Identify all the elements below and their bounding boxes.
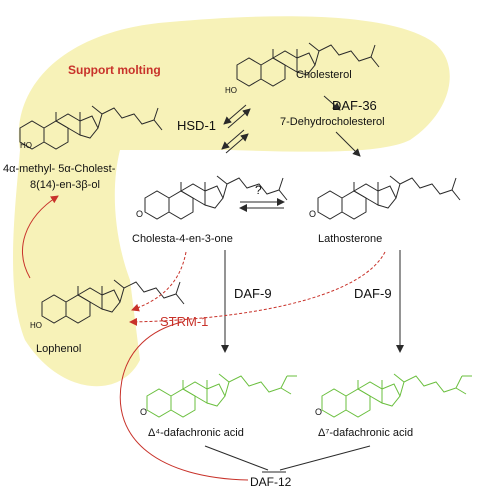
cholesta-o-label: O — [136, 209, 143, 219]
daf9-right-label: DAF-9 — [354, 286, 392, 301]
support-molting-label: Support molting — [68, 63, 161, 77]
hsd1-arrow-1 — [223, 104, 247, 125]
strm1-from-lathosterone-arrow — [129, 251, 386, 326]
hsd1-arrow-4 — [225, 133, 249, 154]
lophenol-label: Lophenol — [36, 343, 81, 355]
delta4-acid-structure — [146, 373, 298, 418]
delta7-acid-structure — [321, 373, 473, 418]
lophenol-to-methyl-arrow — [22, 195, 59, 279]
strm1-from-cholesta-arrow — [131, 251, 187, 312]
delta7-acid-label: Δ⁷-dafachronic acid — [318, 427, 413, 439]
lathosterone-structure — [317, 175, 461, 220]
lathosterone-label: Lathosterone — [318, 233, 382, 245]
delta4-acid-label: Δ⁴-dafachronic acid — [148, 427, 244, 439]
cholesterol-ho-label: HO — [225, 86, 237, 95]
question-label: ? — [255, 183, 262, 197]
hsd1-arrow-2 — [227, 108, 251, 129]
delta4-to-daf12-line — [204, 445, 269, 471]
dehydro-to-lathosterone-arrow — [335, 131, 361, 157]
delta7-to-daf12-line — [279, 445, 371, 471]
cholesterol-label: Cholesterol — [296, 69, 352, 81]
daf36-arrow — [323, 95, 341, 111]
methyl-ho-label: HO — [20, 141, 32, 150]
methyl-name-line1: 4α-methyl- 5α-Cholest- — [3, 163, 116, 175]
dehydrocholesterol-label: 7-Dehydrocholesterol — [280, 116, 385, 128]
daf12-label: DAF-12 — [250, 475, 292, 489]
daf9-left-label: DAF-9 — [234, 286, 272, 301]
hsd1-label: HSD-1 — [177, 118, 216, 133]
cholesta-structure — [144, 175, 288, 220]
delta4-o-label: O — [140, 407, 147, 417]
lophenol-ho-label: HO — [30, 321, 42, 330]
hsd1-arrow-3 — [221, 129, 245, 150]
methyl-name-line2: 8(14)-en-3β-ol — [30, 179, 100, 191]
cholesta-label: Cholesta-4-en-3-one — [132, 233, 233, 245]
daf36-label: DAF-36 — [332, 98, 377, 113]
lathosterone-o-label: O — [309, 209, 316, 219]
daf12-feedback-curve — [119, 321, 249, 481]
delta7-o-label: O — [315, 407, 322, 417]
